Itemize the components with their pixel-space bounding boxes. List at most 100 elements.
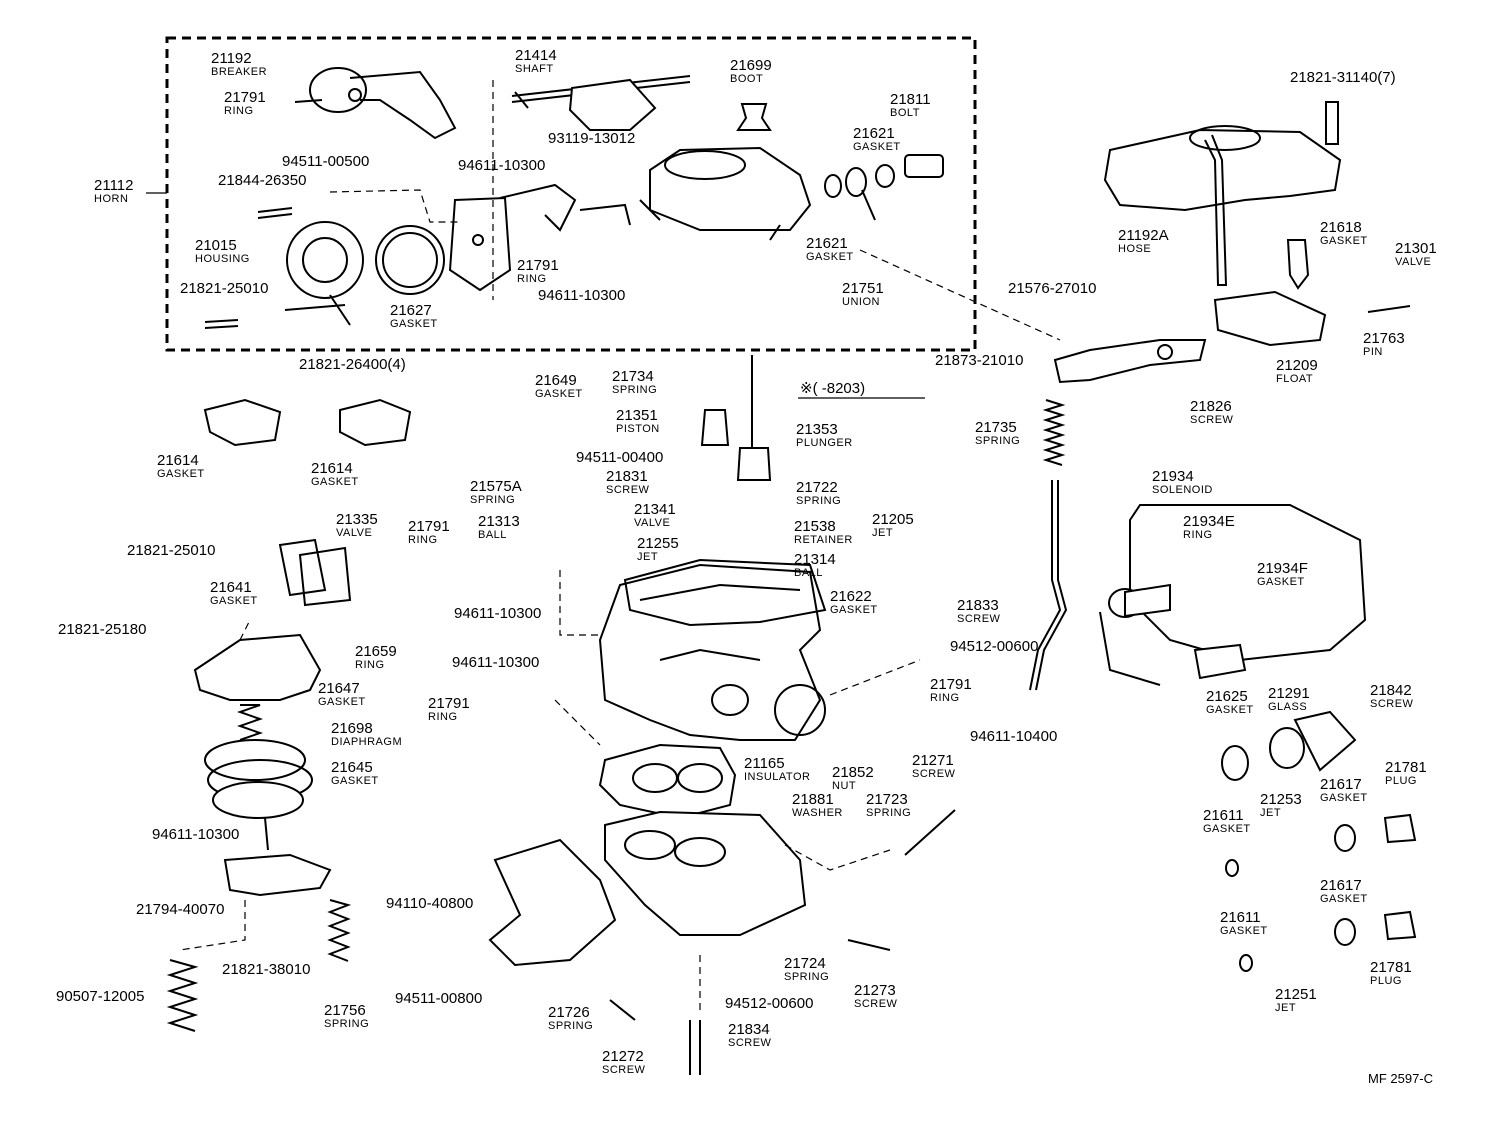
part-number: 21314 (794, 551, 836, 568)
part-number: 21791 (408, 518, 450, 535)
part-number: 21538 (794, 518, 836, 535)
part-number: 21791 (517, 257, 559, 274)
throttle-base-part (488, 810, 807, 967)
part-name: BREAKER (211, 66, 267, 78)
gasket-21622-part (623, 558, 827, 627)
part-number: 21301 (1395, 240, 1437, 257)
part-number: 21647 (318, 680, 360, 697)
callout-pn-21821-25010-a: 21821-25010 (180, 280, 268, 297)
part-number: 94511-00500 (282, 153, 369, 170)
part-name: GASKET (390, 318, 438, 330)
part-name: SCREW (1190, 414, 1234, 426)
part-number: 94611-10400 (970, 728, 1057, 745)
part-number: 21811 (890, 91, 931, 108)
part-number: 21873-21010 (935, 352, 1023, 369)
part-number: 21726 (548, 1004, 590, 1021)
part-name: PLUG (1385, 775, 1417, 787)
part-name: GASKET (331, 775, 379, 787)
part-name: HOUSING (195, 253, 250, 265)
part-number: 94611-10300 (152, 826, 239, 843)
part-name: VALVE (336, 527, 372, 539)
part-number: 21209 (1276, 357, 1318, 374)
part-name: GASKET (157, 468, 205, 480)
part-name: SPRING (866, 807, 911, 819)
part-number: 21791 (224, 89, 266, 106)
callout-pn-94611-10400: 94611-10400 (970, 728, 1057, 745)
part-number: 93119-13012 (548, 130, 635, 147)
part-number: 21698 (331, 720, 373, 737)
piston-part (700, 409, 730, 446)
part-number: 21645 (331, 759, 373, 776)
part-name: BALL (794, 567, 823, 579)
part-name: SPRING (784, 971, 829, 983)
part-number: 21617 (1320, 776, 1362, 793)
plug-21781-b-part (1383, 910, 1417, 941)
callout-pn-94512-00600-a: 94512-00600 (950, 638, 1038, 655)
part-name: RING (930, 692, 960, 704)
part-number: 21273 (854, 982, 896, 999)
part-name: GASKET (311, 476, 359, 488)
part-number: 21351 (616, 407, 658, 424)
part-number: 21291 (1268, 685, 1310, 702)
part-name: SCREW (606, 484, 650, 496)
screw-21834-part (689, 1020, 701, 1075)
bolt-21844-part (257, 207, 293, 219)
part-name: PLUNGER (796, 437, 853, 449)
part-name: RING (517, 273, 547, 285)
callout-pn-93119-13012: 93119-13012 (548, 130, 635, 147)
part-name: DIAPHRAGM (331, 736, 402, 748)
part-name: GASKET (1320, 235, 1368, 247)
part-number: 21834 (728, 1021, 770, 1038)
part-number: 21622 (830, 588, 872, 605)
solenoid-part (1099, 504, 1367, 686)
part-number: 94512-00600 (725, 995, 813, 1012)
part-number: 21763 (1363, 330, 1405, 347)
part-number: 21791 (930, 676, 972, 693)
part-number: 21659 (355, 643, 397, 660)
part-number: 21253 (1260, 791, 1302, 808)
part-number: 21272 (602, 1048, 644, 1065)
part-name: GASKET (1320, 893, 1368, 905)
part-name: GASKET (1220, 925, 1268, 937)
part-name: PIN (1363, 346, 1383, 358)
part-number: 21723 (866, 791, 908, 808)
screw-21271-part (904, 809, 956, 856)
part-name: JET (872, 527, 893, 539)
part-number: 21271 (912, 752, 954, 769)
part-name: SCREW (854, 998, 898, 1010)
part-name: SCREW (957, 613, 1001, 625)
glass-part (1269, 727, 1305, 769)
part-number: 21756 (324, 1002, 366, 1019)
guide-lines (179, 80, 1061, 1010)
callout-pn-21844-26350: 21844-26350 (218, 172, 306, 189)
part-name: RING (1183, 529, 1213, 541)
callout-pn-94611-10300-e: 94611-10300 (152, 826, 239, 843)
part-number: 21353 (796, 421, 838, 438)
part-name: GASKET (535, 388, 583, 400)
part-name: SHAFT (515, 63, 554, 75)
